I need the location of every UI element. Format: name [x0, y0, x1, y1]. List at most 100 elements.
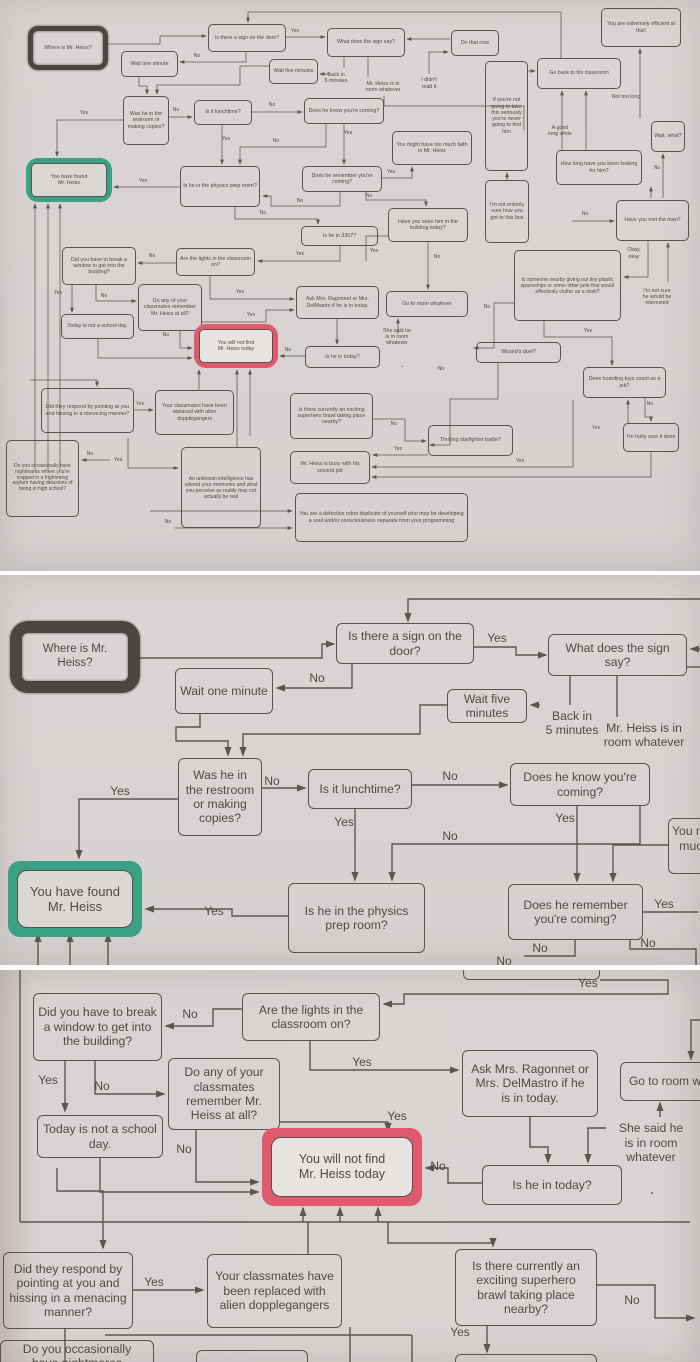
node-wait-five-minutes-zoom1: Wait five minutes	[447, 689, 527, 723]
node-superhero-brawl-zoom2: Is there currently an exciting superhero…	[455, 1249, 597, 1326]
edge-label: Yes	[246, 312, 256, 318]
node-lights-in-classroom: Are the lights in the classroom on?	[176, 248, 255, 276]
node-you-will-not-find-text: You will not find Mr. Heiss today	[199, 329, 273, 363]
node-where-is-mr-heiss: Where is Mr. Heiss?	[28, 26, 108, 70]
edge-label: No	[268, 102, 276, 108]
panel-zoom-middle-left: Did you have to break a window to get in…	[0, 970, 700, 1362]
node-is-it-lunchtime: Is it lunchtime?	[194, 100, 252, 125]
edge-label: No	[148, 253, 156, 259]
node-lights-in-classroom-zoom2: Are the lights in the classroom on?	[242, 993, 380, 1041]
edge-label: Yes	[343, 130, 353, 136]
node-wait-what: Wait, what?	[651, 121, 685, 152]
node-superhero-brawl: Is there currently an exciting superhero…	[290, 393, 373, 439]
edge-label: No	[296, 198, 304, 204]
edge-label: No	[646, 401, 654, 407]
node-wait-one-minute: Wait one minute	[121, 51, 178, 77]
node-heiss-in-room-whatever: Mr. Heiss is in room whatever	[365, 80, 401, 93]
panel-divider-2	[0, 965, 700, 970]
node-extremely-efficient: You are extremely efficient at this!	[601, 8, 681, 47]
node-back-in-5-minutes: Back in 5 minutes	[324, 71, 348, 84]
node-second-job-partial-zoom2	[455, 1354, 597, 1362]
node-take-this-seriously: If you're not going to take this serious…	[485, 61, 528, 171]
edge-label: No	[437, 366, 445, 372]
edge-label: No	[624, 1293, 640, 1307]
node-too-much-faith-zoom1: You might have too much faith in Mr. Hei…	[668, 818, 700, 874]
node-you-will-not-find: You will not find Mr. Heiss today	[194, 324, 278, 368]
node-how-long-looking: How long have you been looking for him?	[556, 150, 642, 185]
edge-label: No	[172, 107, 180, 113]
edge-label: No	[442, 769, 458, 783]
edge-label: No	[164, 519, 172, 525]
edge-label: No	[581, 211, 589, 217]
edge-label: Yes	[578, 976, 598, 990]
edge-label: Yes	[235, 289, 245, 295]
node-you-have-found-zoom1-text: You have found Mr. Heiss	[17, 870, 133, 928]
node-not-a-school-day-zoom2: Today is not a school day.	[37, 1115, 163, 1158]
edge-label: Yes	[387, 1109, 407, 1123]
node-wait-five-minutes: Wait five minutes	[269, 59, 318, 84]
edge-label: No	[100, 293, 108, 299]
node-is-he-in-3307-partial-zoom2	[463, 970, 600, 980]
panel-zoom-top-left: Where is Mr. Heiss? Is there a sign on th…	[0, 575, 700, 965]
node-where-is-mr-heiss-zoom1: Where is Mr. Heiss?	[10, 621, 140, 693]
node-is-it-lunchtime-zoom1: Is it lunchtime?	[308, 769, 412, 809]
node-heiss-in-room-whatever-zoom1: Mr. Heiss is in room whatever	[603, 720, 685, 749]
node-unknown-partial-zoom2	[196, 1350, 308, 1362]
node-you-have-found-text: You have found Mr. Heiss	[31, 163, 107, 197]
node-nightmares-asylum: Do you occasionally have nightmares wher…	[6, 440, 79, 517]
node-does-he-remember-zoom1: Does he remember you're coming?	[508, 884, 643, 940]
edge-label: Yes	[487, 631, 507, 645]
edge-label: Yes	[144, 1275, 164, 1289]
edge-label: No	[176, 1142, 192, 1156]
node-is-he-in-3307: Is he in 3307?	[301, 226, 378, 246]
edge-label: Yes	[583, 328, 593, 334]
node-ask-mrs-ragonnet: Ask Mrs. Ragonnet or Mrs. DelMastro if h…	[296, 286, 379, 319]
edge-label: Yes	[53, 290, 63, 296]
node-didnt-read-it: I didn't read it	[421, 77, 437, 90]
node-nightmares-partial-zoom2: Do you occasionally have nightmares	[0, 1340, 154, 1362]
node-physics-prep-room: Is he in the physics prep room?	[180, 166, 260, 207]
edge-label: Yes	[515, 458, 525, 464]
edge-label: Yes	[79, 110, 89, 116]
node-classmates-remember-zoom2: Do any of your classmates remember Mr. H…	[168, 1058, 280, 1130]
node-not-a-school-day: Today is not a school day.	[61, 314, 134, 339]
panel-divider-1	[0, 571, 700, 575]
edge-label: No	[496, 954, 512, 965]
connector-lines	[34, 598, 700, 965]
node-not-sure-how-got-here: I'm not entirely sure how you got to thi…	[485, 180, 529, 243]
edge-label: Yes	[138, 178, 148, 184]
edge-label: Yes	[393, 446, 403, 452]
edge-label: Yes	[204, 904, 224, 918]
node-wizards-duel: Wizard's duel?	[476, 342, 561, 363]
node-unknown-intelligence: An unknown intelligence has altered your…	[181, 447, 261, 528]
edge-label: Yes	[352, 1055, 372, 1069]
edge-label: No	[259, 210, 267, 216]
node-you-will-not-find-zoom2-text: You will not find Mr. Heiss today	[271, 1137, 413, 1197]
node-is-he-in-today-zoom2: Is he in today?	[482, 1165, 622, 1205]
edge-label: No	[94, 1079, 110, 1093]
node-sign-on-door-zoom1: Is there a sign on the door?	[336, 623, 474, 664]
edge-label: No	[272, 138, 280, 144]
node-was-he-restroom: Was he in the restroom or making copies?	[123, 96, 169, 145]
edge-label: No	[182, 1007, 198, 1021]
node-is-he-in-today: Is he in today?	[305, 346, 380, 368]
node-fairly-sure-it-does: I'm fairly sure it does	[623, 423, 679, 452]
node-busy-second-job: Mr. Heiss is busy with his second job	[290, 451, 370, 484]
node-know-youre-coming: Does he know you're coming?	[304, 98, 384, 124]
edge-label: Yes	[110, 784, 130, 798]
edge-label: Yes	[135, 401, 145, 407]
node-have-you-met-the-man: Have you met the man?	[616, 200, 689, 241]
edge-label: No	[193, 53, 201, 59]
edge-label: No	[653, 165, 661, 171]
edge-label: No	[365, 193, 373, 199]
edge-label: Yes	[295, 251, 305, 257]
connector-lines	[30, 11, 670, 530]
node-not-too-long: Not too long	[611, 93, 641, 100]
edge-label: No	[86, 451, 94, 457]
edge-label: No	[442, 829, 458, 843]
edge-label: Yes	[450, 1325, 470, 1339]
edge-label: No	[483, 304, 491, 310]
node-break-a-window-zoom2: Did you have to break a window to get in…	[33, 993, 162, 1061]
node-did-they-respond-zoom2: Did they respond by pointing at you and …	[3, 1252, 133, 1329]
